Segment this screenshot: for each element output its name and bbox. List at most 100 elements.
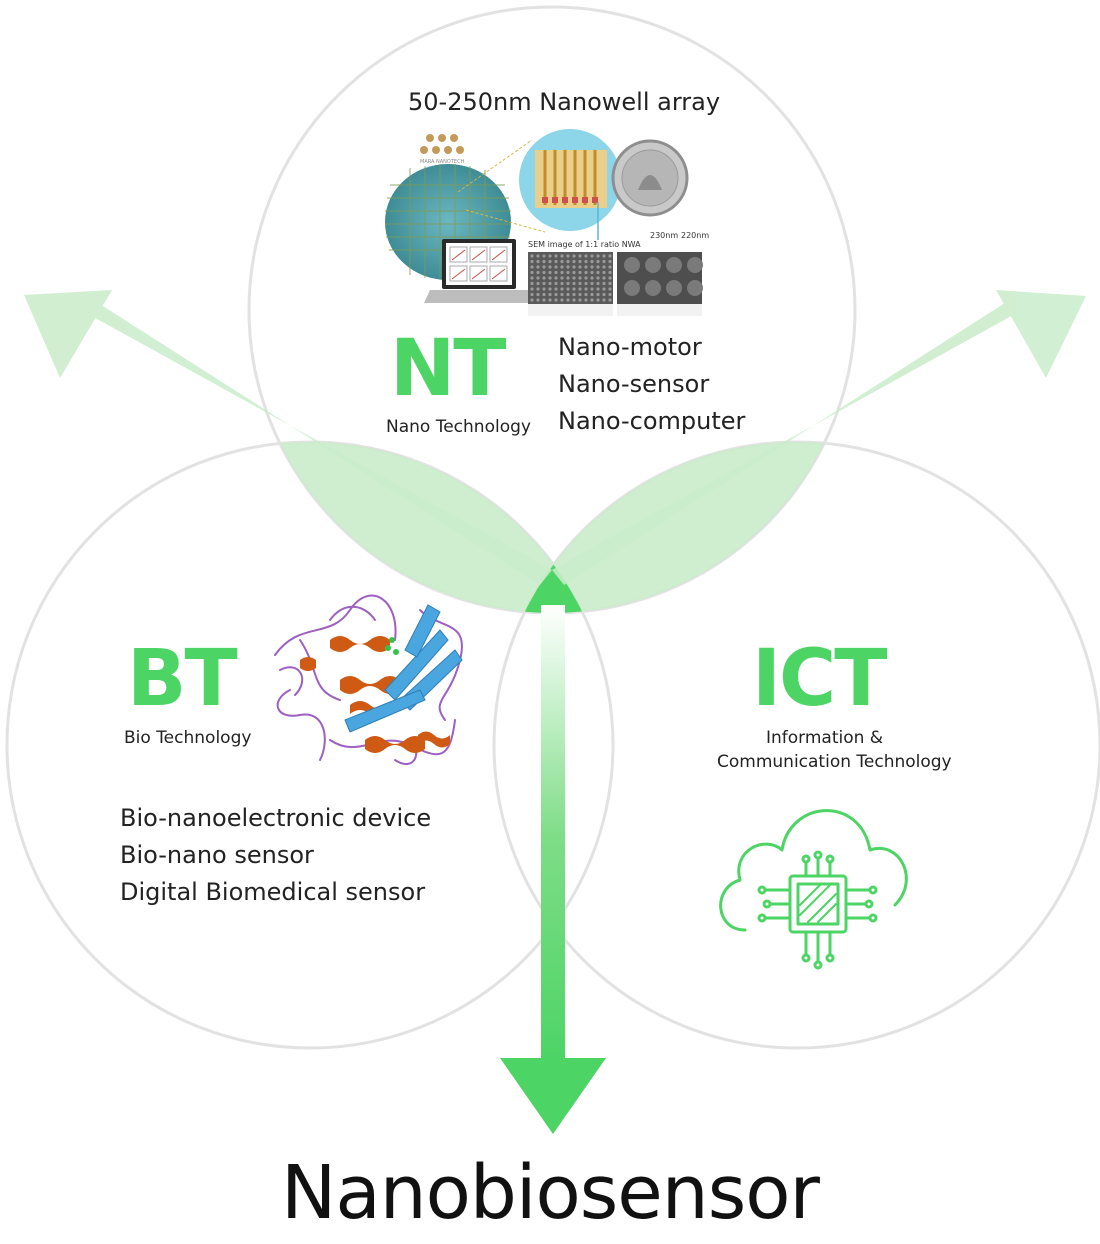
sem-dot	[602, 259, 606, 264]
coin-icon	[611, 139, 689, 217]
bt-abbreviation: BT	[127, 634, 238, 724]
sem-dot	[566, 287, 570, 291]
sem-dot	[578, 281, 582, 286]
sem-dot	[578, 259, 582, 264]
sem-dot	[602, 281, 606, 286]
sem-dot	[566, 265, 570, 269]
nanowell-caption: 50-250nm Nanowell array	[408, 88, 721, 116]
sem-dot	[560, 254, 564, 258]
sem-dot	[554, 270, 558, 275]
sem-dot	[590, 281, 594, 286]
sem-dot	[542, 281, 546, 286]
sem-dot	[548, 265, 552, 269]
sem-dot	[566, 281, 570, 286]
sem-dot	[596, 292, 600, 297]
sem-dot	[542, 259, 546, 264]
sem-dot	[530, 276, 534, 280]
sem-dot	[548, 292, 552, 297]
sem-images: SEM image of 1:1 ratio NWA 230nm 220nm	[528, 202, 709, 316]
sem-dot	[560, 298, 564, 302]
sem-dot	[584, 276, 588, 280]
sem-dot	[578, 298, 582, 302]
sem-dot	[536, 270, 540, 275]
sem-dot	[572, 292, 576, 297]
sem-dot	[590, 259, 594, 264]
sem-dot	[560, 265, 564, 269]
sensor-chip-icon	[519, 129, 621, 231]
sem-dot	[542, 265, 546, 269]
sem-dot	[590, 270, 594, 275]
sem-dot	[584, 281, 588, 286]
nanotech-logo: MARA NANOTECH	[420, 134, 465, 165]
scale-a: 230nm	[650, 231, 678, 240]
sem-dot	[590, 254, 594, 258]
laptop-icon	[424, 239, 534, 303]
sem-dot	[590, 292, 594, 297]
sem-dot	[572, 276, 576, 280]
sem-dot	[596, 298, 600, 302]
sem-dot	[584, 292, 588, 297]
sem-dot	[578, 287, 582, 291]
bt-items: Bio-nanoelectronic device Bio-nano senso…	[120, 800, 431, 911]
sem-dot	[584, 265, 588, 269]
sem-dot	[536, 292, 540, 297]
sem-dot	[566, 270, 570, 275]
sem-dot	[602, 276, 606, 280]
sem-dot	[590, 287, 594, 291]
sem-dot	[608, 287, 612, 291]
sem-dot	[602, 298, 606, 302]
sem-dot	[578, 292, 582, 297]
sem-dot	[608, 292, 612, 297]
arrow-upper-right	[552, 290, 1086, 585]
sem-dot	[596, 281, 600, 286]
sem-dot	[548, 287, 552, 291]
nt-bt-overlap	[249, 442, 613, 613]
sem-dot	[548, 276, 552, 280]
sem-dot	[608, 298, 612, 302]
sem-dot	[536, 259, 540, 264]
arrow-upper-left	[24, 290, 552, 585]
nt-full-name: Nano Technology	[386, 417, 531, 437]
nt-items: Nano-motor Nano-sensor Nano-computer	[558, 329, 745, 440]
sem-dot	[542, 270, 546, 275]
sem-dot	[560, 281, 564, 286]
sem-dot	[596, 259, 600, 264]
sem-dot	[590, 276, 594, 280]
sem-dot	[596, 254, 600, 258]
sem-dot	[584, 287, 588, 291]
sem-dot	[560, 292, 564, 297]
sem-dot	[566, 276, 570, 280]
sem-dot	[590, 298, 594, 302]
sem-dot	[584, 254, 588, 258]
sem-dot	[554, 276, 558, 280]
sem-dot	[560, 259, 564, 264]
sem-dot	[548, 281, 552, 286]
ict-full-name-line2: Communication Technology	[717, 752, 952, 772]
nt-item: Nano-computer	[558, 407, 746, 435]
sem-dot	[596, 287, 600, 291]
sem-dot	[608, 254, 612, 258]
logo-text: MARA NANOTECH	[420, 159, 465, 165]
nt-abbreviation: NT	[390, 324, 506, 414]
ict-abbreviation: ICT	[752, 634, 887, 724]
sem-dot	[602, 254, 606, 258]
arrow-down-head	[500, 1058, 606, 1134]
sem-dot	[536, 265, 540, 269]
sem-dot	[566, 298, 570, 302]
scale-b: 220nm	[681, 231, 709, 240]
sem-dot	[602, 265, 606, 269]
sem-dot	[554, 287, 558, 291]
sem-dot	[542, 287, 546, 291]
sem-dot	[548, 259, 552, 264]
sem-dot	[536, 287, 540, 291]
sem-dot	[578, 254, 582, 258]
sem-dot	[566, 259, 570, 264]
sem-dot	[542, 254, 546, 258]
sem-dot	[536, 276, 540, 280]
sem-dot	[566, 254, 570, 258]
sem-dot	[572, 298, 576, 302]
sem-dot	[542, 292, 546, 297]
nt-item: Nano-sensor	[558, 370, 710, 398]
sem-dot	[554, 281, 558, 286]
